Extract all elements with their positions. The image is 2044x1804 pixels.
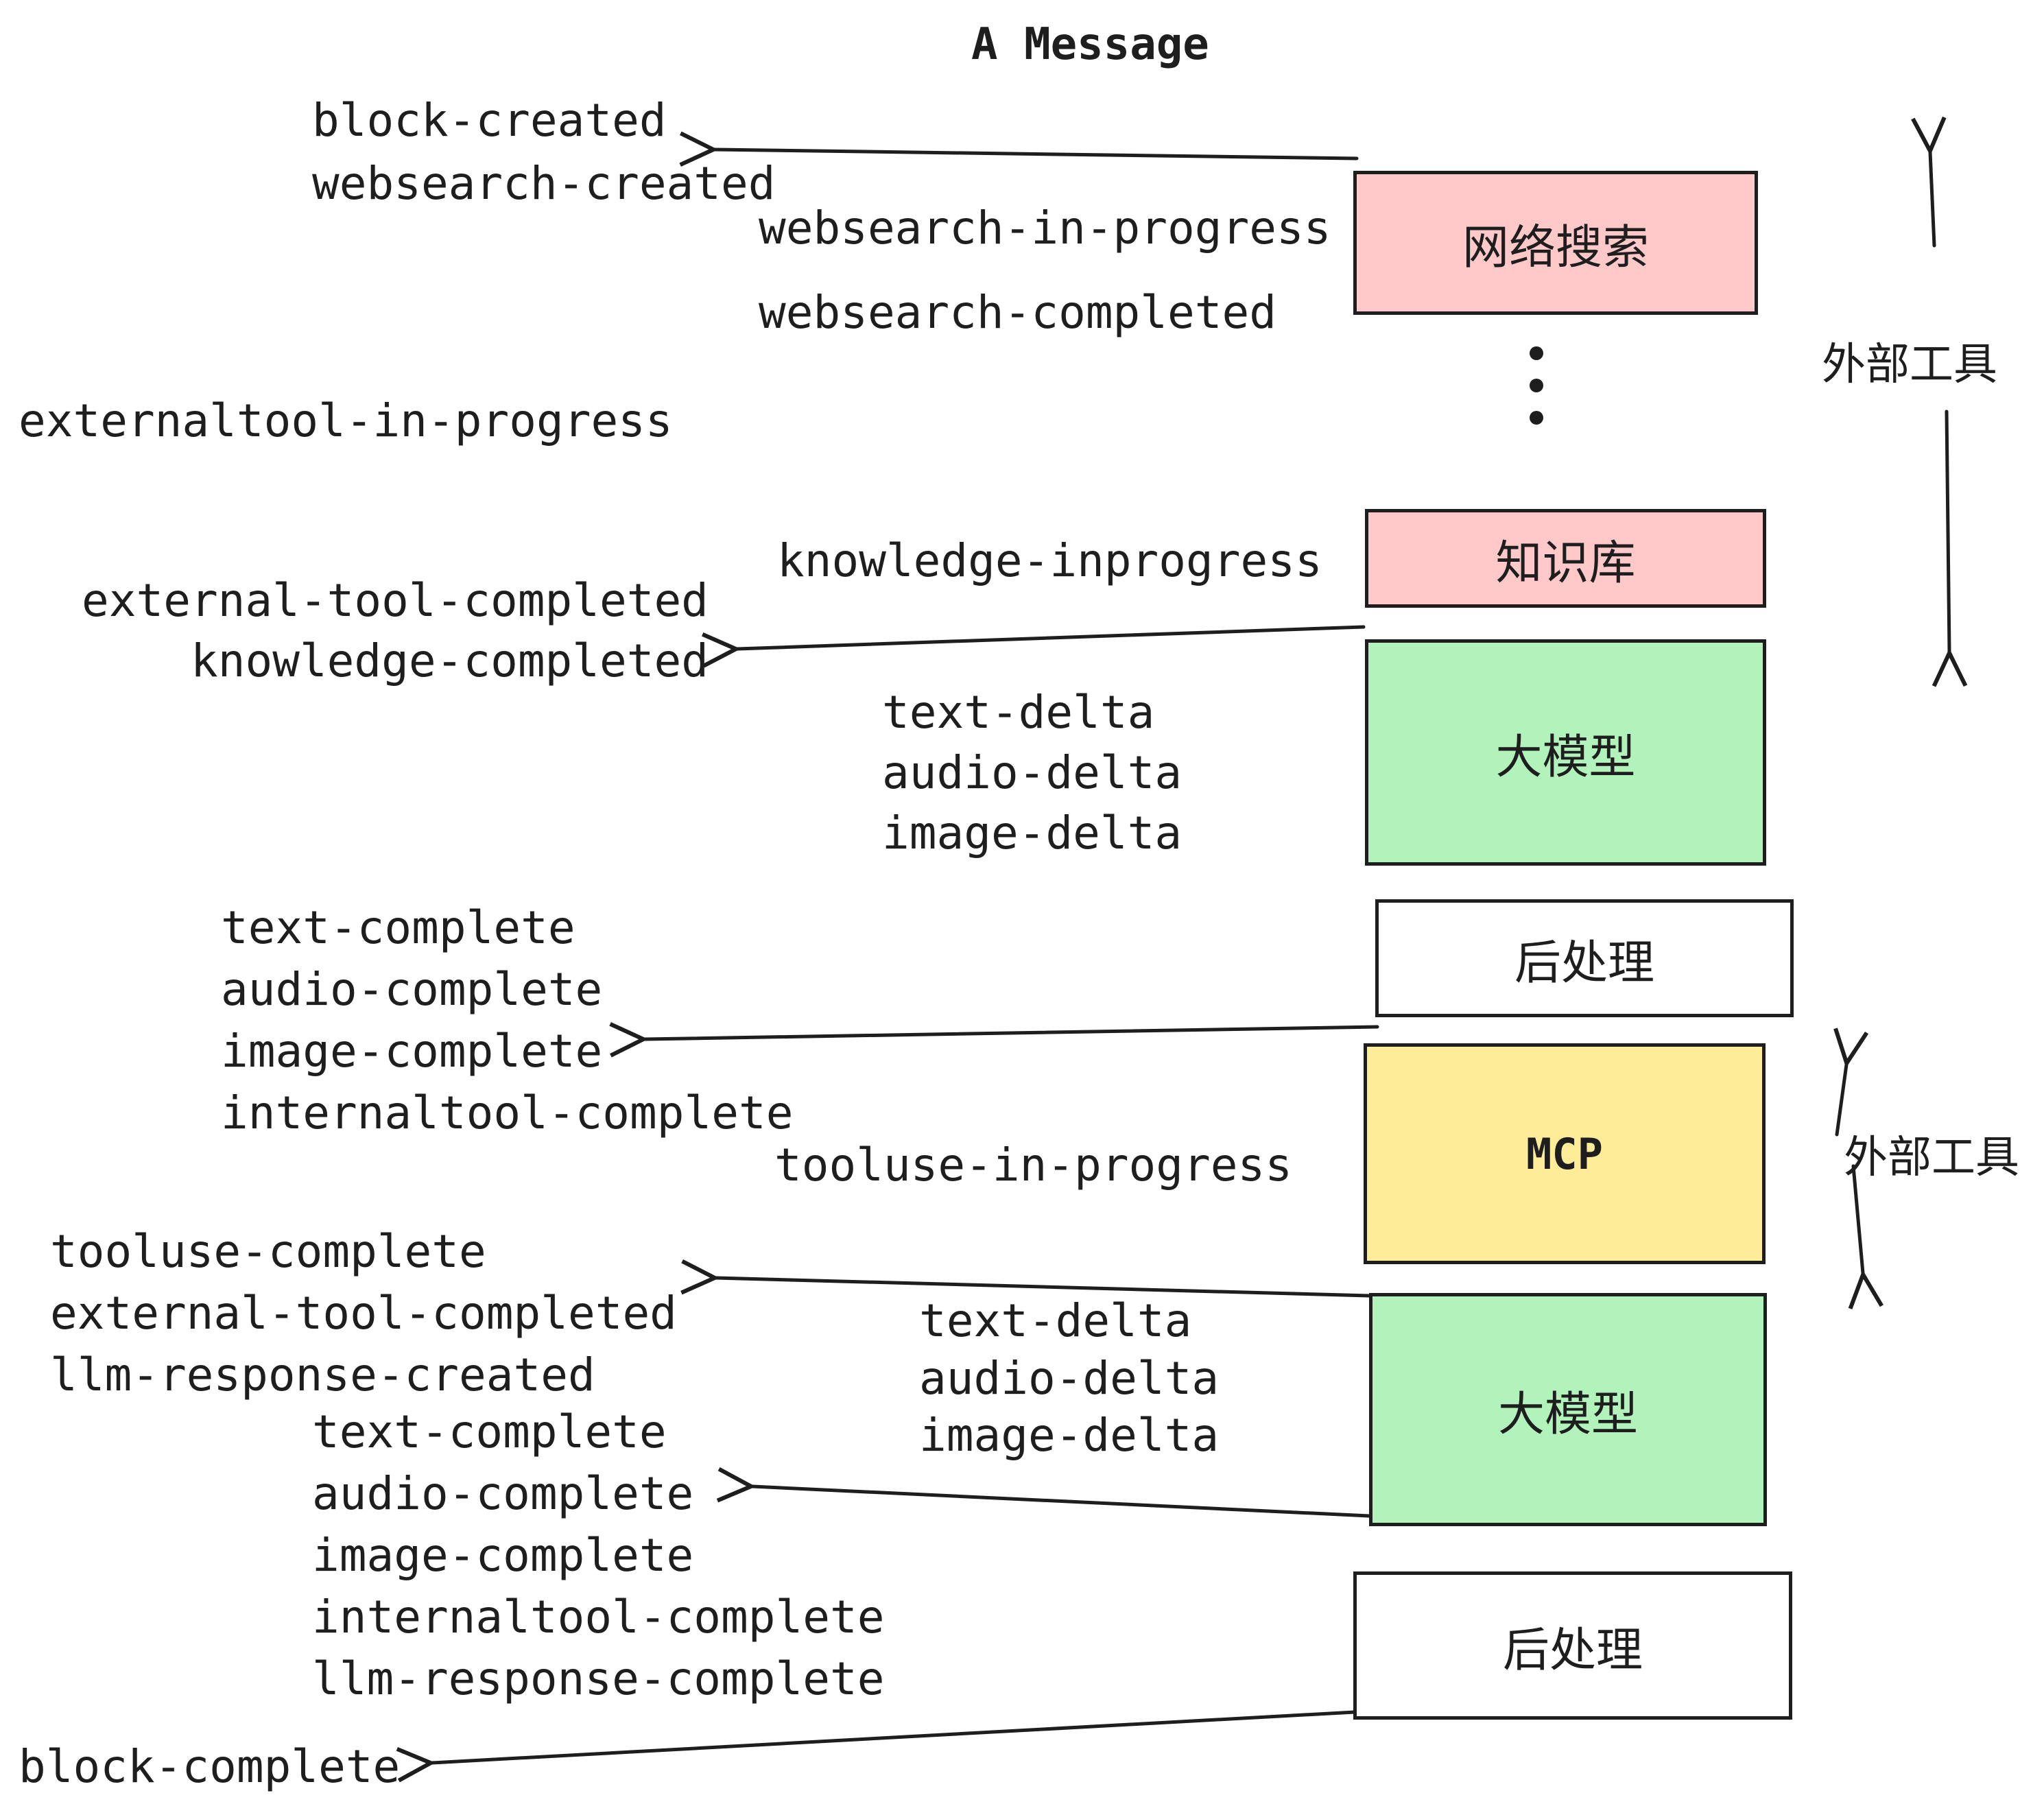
event-label-websearch-in-progress: websearch-in-progress (759, 202, 1331, 254)
event-label-websearch-created: websearch-created (312, 157, 776, 210)
event-label-external-tool-completed-2: external-tool-completed (50, 1287, 677, 1340)
event-label-text-delta-2: text-delta (919, 1294, 1192, 1347)
event-label-image-delta-2: image-delta (919, 1409, 1220, 1462)
event-label-image-complete-2: image-complete (312, 1529, 694, 1582)
arrow-to-block-complete (396, 1710, 1357, 1783)
event-label-externaltool-in-progress: externaltool-in-progress (19, 394, 673, 447)
external-tools-label-1: 外部工具 (1822, 340, 1997, 389)
arrow-to-audio-complete-2 (716, 1467, 1371, 1518)
diagram-title: A Message (971, 19, 1209, 70)
box-websearch: 网络搜索 (1353, 171, 1758, 315)
event-label-websearch-completed: websearch-completed (759, 286, 1276, 339)
event-label-internaltool-complete-2: internaltool-complete (312, 1591, 885, 1643)
vertical-ellipsis-icon (1530, 346, 1543, 425)
box-llm-2: 大模型 (1369, 1293, 1767, 1526)
event-label-block-created: block-created (312, 94, 667, 147)
external-tools-label-2: 外部工具 (1844, 1132, 2019, 1182)
event-label-knowledge-completed: knowledge-completed (191, 634, 709, 687)
event-label-text-delta: text-delta (882, 686, 1155, 739)
event-label-external-tool-completed: external-tool-completed (82, 574, 709, 627)
external-tools-up-arrow-2 (1833, 1028, 1869, 1137)
arrow-to-websearch-created (679, 131, 1359, 167)
external-tools-up-arrow-1 (1911, 116, 1947, 248)
event-label-audio-complete: audio-complete (221, 963, 603, 1016)
box-postprocess-1: 后处理 (1375, 899, 1794, 1017)
event-label-knowledge-inprogress: knowledge-inprogress (777, 534, 1322, 587)
arrow-to-tooluse-complete (680, 1259, 1371, 1298)
box-mcp: MCP (1364, 1043, 1766, 1264)
event-label-audio-delta: audio-delta (882, 746, 1183, 799)
arrow-to-image-complete (609, 1022, 1379, 1058)
event-label-image-delta: image-delta (882, 807, 1183, 859)
arrow-to-knowledge-completed (702, 625, 1366, 668)
event-label-llm-response-created: llm-response-created (50, 1349, 595, 1401)
event-label-text-complete: text-complete (221, 901, 575, 954)
box-knowledge: 知识库 (1365, 509, 1766, 608)
event-label-internaltool-complete: internaltool-complete (221, 1087, 794, 1139)
external-tools-down-arrow-2 (1848, 1164, 1883, 1309)
event-label-text-complete-2: text-complete (312, 1405, 667, 1458)
external-tools-down-arrow-1 (1932, 410, 1968, 687)
event-label-image-complete: image-complete (221, 1025, 603, 1078)
event-label-audio-delta-2: audio-delta (919, 1352, 1220, 1405)
event-label-block-complete: block-complete (19, 1740, 401, 1793)
event-label-tooluse-in-progress: tooluse-in-progress (774, 1139, 1292, 1191)
event-label-audio-complete-2: audio-complete (312, 1467, 694, 1520)
box-postprocess-2: 后处理 (1353, 1571, 1792, 1720)
event-label-tooluse-complete: tooluse-complete (50, 1225, 486, 1278)
event-label-llm-response-complete: llm-response-complete (312, 1652, 885, 1705)
box-llm-1: 大模型 (1365, 639, 1766, 866)
